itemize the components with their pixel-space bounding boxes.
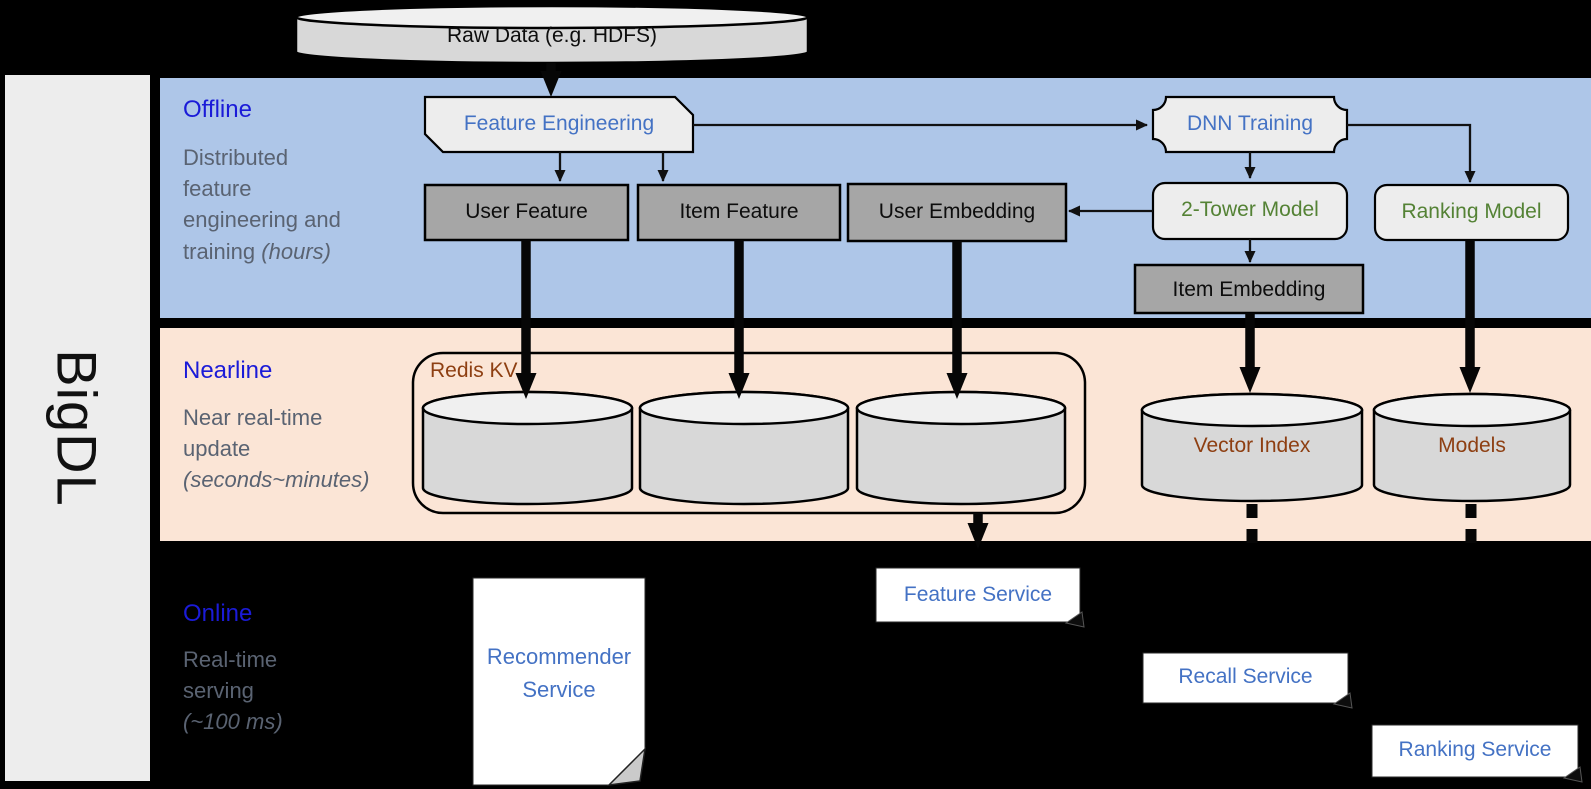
redis-cylinder-1 [421, 390, 634, 506]
feature-engineering-label: Feature Engineering [463, 112, 655, 135]
dnn-training-shape [1151, 95, 1349, 154]
models-cylinder [1372, 392, 1572, 503]
bigdl-logo-text: BigDL [45, 349, 109, 507]
user-embedding-shape [846, 182, 1068, 243]
online-desc-text: Real-time serving [183, 647, 278, 704]
online-description: Real-time serving (~100 ms) [183, 644, 308, 738]
online-time-text: (~100 ms) [183, 709, 283, 735]
raw-data-label: Raw Data (e.g. HDFS) [446, 24, 658, 47]
feature-service-shape [875, 567, 1085, 628]
offline-time-text: (hours) [261, 238, 331, 264]
dnn-training-label: DNN Training [1186, 112, 1314, 135]
recall-service-label: Recall Service [1178, 665, 1313, 688]
item-embedding-label: Item Embedding [1172, 278, 1326, 301]
arrow-dnn-to-ranking-model [1347, 123, 1476, 183]
nearline-time-text: (seconds~minutes) [183, 467, 370, 493]
item-feature-label: Item Feature [679, 200, 799, 223]
vector-index-label: Vector Index [1193, 434, 1311, 457]
recall-service-shape [1142, 652, 1353, 709]
offline-description: Distributed feature engineering and trai… [183, 142, 361, 267]
two-tower-model-label: 2-Tower Model [1181, 198, 1319, 221]
ranking-service-label: Ranking Service [1398, 738, 1552, 761]
models-label: Models [1438, 434, 1506, 457]
user-feature-shape [423, 183, 630, 242]
online-title: Online [183, 600, 253, 627]
user-embedding-label: User Embedding [878, 200, 1036, 223]
recommender-service-label: Recommender Service [486, 644, 632, 702]
nearline-description: Near real-time update (seconds~minutes) [183, 402, 383, 496]
offline-desc-text: Distributed feature engineering and trai… [183, 145, 341, 264]
redis-kv-label: Redis KV [430, 359, 518, 382]
ranking-model-label: Ranking Model [1401, 200, 1542, 223]
vector-index-cylinder [1140, 392, 1364, 503]
raw-data-cylinder [294, 4, 810, 65]
nearline-desc-text: Near real-time update [183, 405, 323, 462]
redis-kv-container [411, 351, 1087, 515]
user-feature-label: User Feature [465, 200, 588, 223]
feature-engineering-shape [423, 95, 695, 154]
connector-layer [515, 63, 1481, 549]
offline-title: Offline [183, 96, 252, 123]
item-feature-shape [636, 183, 842, 242]
feature-service-label: Feature Service [903, 583, 1053, 606]
ranking-service-shape [1371, 724, 1583, 783]
recommender-service-document [472, 577, 647, 787]
redis-cylinder-2 [638, 390, 850, 506]
bigdl-sidebar [5, 75, 150, 781]
nearline-title: Nearline [183, 357, 273, 384]
redis-cylinder-3 [855, 390, 1067, 506]
item-embedding-shape [1133, 263, 1365, 315]
